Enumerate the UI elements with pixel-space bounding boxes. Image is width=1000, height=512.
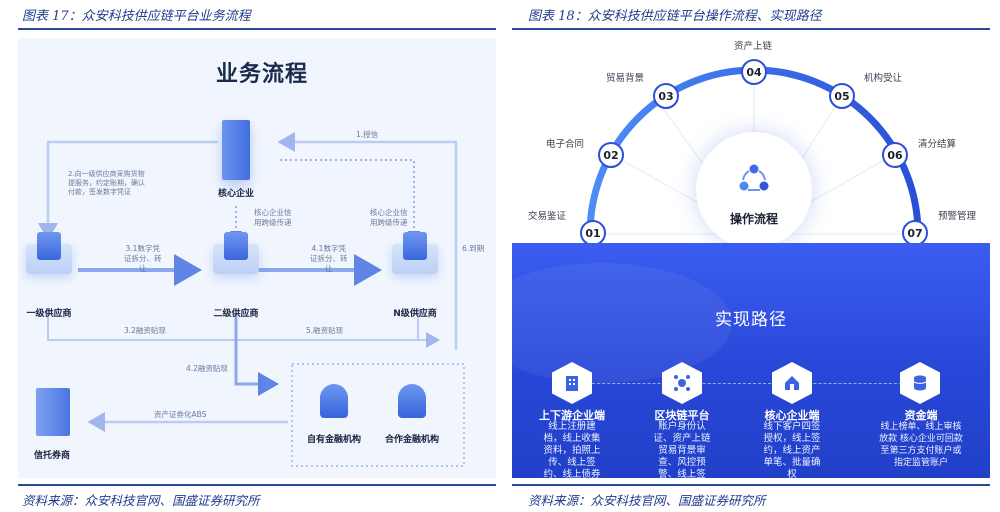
step-03-badge: 03	[653, 83, 679, 109]
flow-label-purchase: 2.向一级供应商采购货物 提服务，约定账期，确认 付款，签发数字凭证	[68, 170, 145, 196]
band-glow	[512, 263, 732, 383]
diagram-title: 业务流程	[216, 62, 309, 87]
flow-label-relay-a: 核心企业信 用跨级传递	[254, 208, 292, 227]
right-source-note: 资料来源：众安科技官网、国盛证券研究所	[528, 493, 766, 508]
second-tier-box-icon	[224, 232, 248, 260]
trust-label: 信托券商	[33, 451, 71, 461]
pillar-4-title: 资金端	[904, 409, 938, 422]
flow-label-split-4-1: 4.1数字凭 证拆分、转 让	[310, 244, 348, 273]
left-caption-rule	[18, 28, 496, 30]
pillar-3-title: 核心企业端	[764, 409, 820, 422]
n-tier-platform-icon	[392, 232, 438, 274]
pillar-2-hex	[662, 362, 702, 404]
right-figure-caption: 图表 18：众安科技供应链平台操作流程、实现路径	[528, 9, 822, 24]
flow-label-discount-5: 5.融资贴现	[306, 326, 344, 335]
implementation-panel: 实现路径 上下游企业端 线上注册建 档，线上收集 资料，拍照上 传、线上签 约、…	[512, 243, 990, 478]
flow-label-maturity: 6.到期	[462, 244, 485, 253]
step-06-label: 清分结算	[918, 139, 957, 150]
step-03-label: 贸易背景	[606, 73, 645, 84]
pillar-3-desc: 线下客户四签 授权，线上签 约，线上资产 单笔、批量确 权	[763, 421, 821, 478]
network-icon	[674, 375, 690, 391]
core-enterprise-building-icon	[222, 120, 250, 180]
pillar-2-title: 区块链平台	[654, 409, 710, 422]
second-tier-label: 二级供应商	[213, 309, 259, 319]
pillar-3-hex	[772, 362, 812, 404]
second-tier-platform-icon	[213, 232, 259, 274]
path-title: 实现路径	[715, 310, 787, 330]
step-05-badge: 05	[829, 83, 855, 109]
right-caption-rule	[512, 28, 990, 30]
cycle-icon	[739, 164, 769, 191]
pillar-1-desc: 线上注册建 档，线上收集 资料，拍照上 传、线上签 约、线上债券	[543, 421, 601, 478]
flow-label-discount-4-2: 4.2融资贴现	[186, 364, 228, 373]
own-finance-label: 自有金融机构	[306, 435, 362, 445]
right-source-rule	[512, 484, 990, 486]
step-07-label: 预警管理	[938, 211, 977, 222]
step-06-badge: 06	[882, 142, 908, 168]
coop-finance-pin-icon	[398, 384, 426, 418]
pillar-1-hex	[552, 362, 592, 404]
pillar-1-title: 上下游企业端	[539, 409, 605, 422]
first-tier-box-icon	[37, 232, 61, 260]
step-02-badge: 02	[598, 142, 624, 168]
center-label: 操作流程	[729, 212, 778, 226]
pillar-2-desc: 账户身份认 证、资产上链 贸易背景审 查、风控预 警、线上签	[653, 421, 711, 478]
n-tier-stack-icon	[403, 232, 427, 260]
home-icon	[785, 376, 799, 390]
flow-label-credit: 1.授信	[356, 130, 379, 139]
pillar-connector	[572, 383, 932, 384]
flow-label-split-3-1: 3.1数字凭 证拆分、转 让	[124, 244, 162, 273]
left-source-rule	[18, 484, 496, 486]
step-01-label: 交易鉴证	[528, 211, 567, 222]
left-source-note: 资料来源：众安科技官网、国盛证券研究所	[22, 493, 260, 508]
first-tier-label: 一级供应商	[26, 309, 72, 319]
database-icon	[913, 375, 927, 391]
step-04-badge: 04	[741, 59, 767, 85]
left-figure-caption: 图表 17：众安科技供应链平台业务流程	[22, 9, 251, 24]
flow-arrows	[38, 132, 465, 467]
flow-label-relay-b: 核心企业信 用跨级传递	[370, 208, 408, 227]
operation-flow-diagram: 操作流程 01 交易鉴证 02 电子合同 03 贸易背景 04 资产上链 05 …	[512, 38, 990, 478]
trust-building-icon	[36, 388, 70, 436]
flow-label-discount-3-2: 3.2融资贴现	[124, 326, 166, 335]
own-finance-pin-icon	[320, 384, 348, 418]
first-tier-platform-icon	[26, 232, 72, 274]
step-05-label: 机构受让	[864, 73, 903, 84]
flow-label-abs: 资产证券化ABS	[154, 410, 207, 419]
step-02-label: 电子合同	[546, 139, 585, 150]
core-enterprise-label: 核心企业	[217, 189, 255, 199]
step-04-label: 资产上链	[734, 41, 773, 52]
pillar-4-hex	[900, 362, 940, 404]
business-flow-diagram: 业务流程 核心企业 一级供应商 二级供应商 N级供应商 自有金融机构 合作金融机…	[18, 38, 496, 478]
pillar-4-desc: 线上榜单、线上审核 放款 核心企业可回款 至第三方支付账户或 指定监管账户	[879, 422, 963, 468]
n-tier-label: N级供应商	[393, 309, 437, 319]
building-icon	[566, 376, 578, 391]
coop-finance-label: 合作金融机构	[384, 435, 440, 445]
